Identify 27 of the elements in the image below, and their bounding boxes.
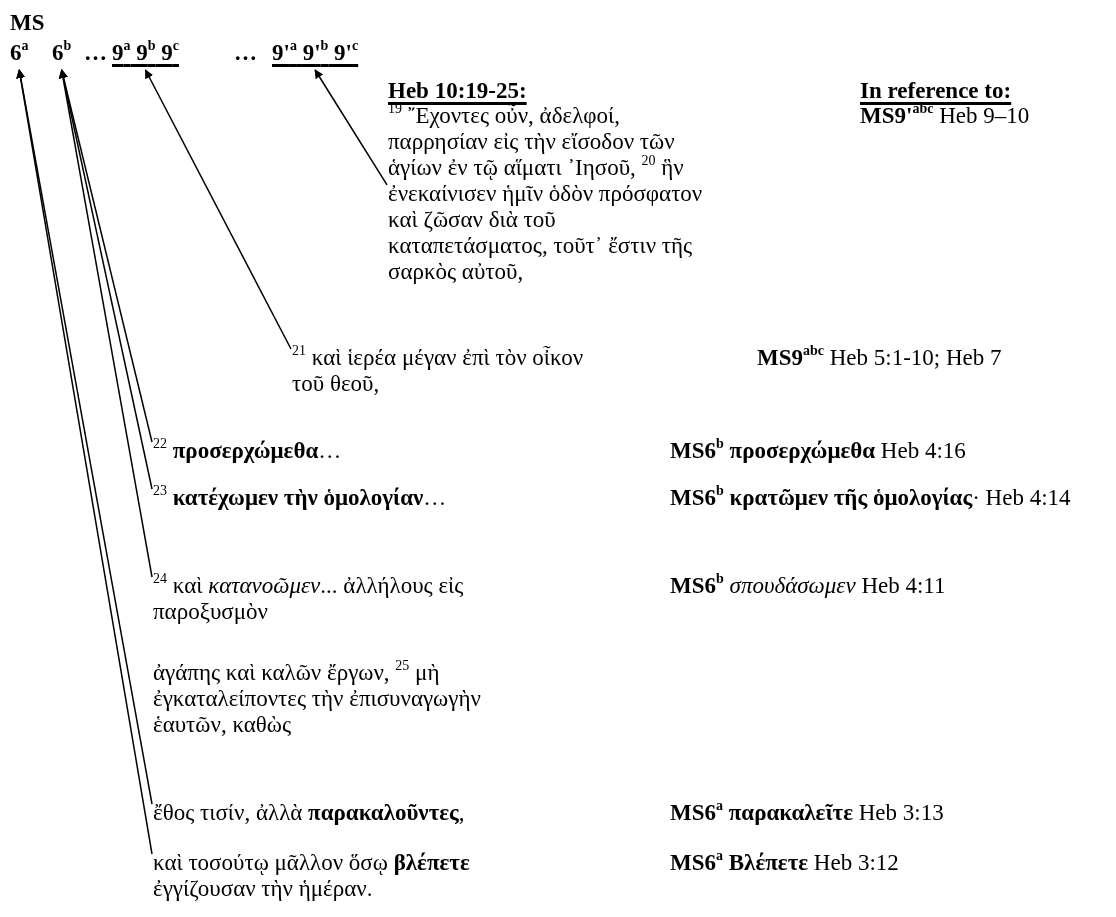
verse-text: καὶ τοσούτῳ μᾶλλον ὅσῳ βλέπετε ἐγγίζουσαν τὴν ἡμέραν. xyxy=(153,850,503,902)
section-marker-group: 9$^{a}$ 9$^{b}$ 9$^{c}$ xyxy=(112,40,179,66)
verse-text: $^{21}$ καὶ ἱερέα μέγαν ἐπὶ τὸν οἶκον τοῦ θεοῦ, xyxy=(292,345,612,397)
arrow xyxy=(144,69,292,350)
arrow xyxy=(58,69,153,578)
verse-text: $^{23}$ κατέχωμεν τὴν ὁμολογίαν… xyxy=(153,485,533,511)
verse-text: ἀγάπης καὶ καλῶν ἔργων, $^{25}$ μὴ ἐγκαταλείποντες τὴν ἐπισυναγωγὴν ἑαυτῶν, καθὼς xyxy=(153,660,482,738)
ellipsis: … xyxy=(234,40,257,66)
reference-note: MS6$^{a}$ παρακαλεῖτε Heb 3:13 xyxy=(670,800,944,826)
verse-text: $^{24}$ καὶ κατανοῶμεν... ἀλλήλους εἰς παροξυσμὸν xyxy=(153,573,483,625)
reference-note: MS6$^{b}$ σπουδάσωμεν Heb 4:11 xyxy=(670,573,946,599)
heading: In reference to: xyxy=(860,78,1012,103)
reference-note: MS6$^{a}$ Βλέπετε Heb 3:12 xyxy=(670,850,899,876)
verse-text: $^{19}$ ῎Εχοντες οὖν, ἀδελφοί, παρρησίαν εἰς τὴν εἴσοδον τῶν ἁγίων ἐν τῷ αἵματι ᾿Ιησοῦ, $^{20}$ ἣν ἐνεκαίνισεν ἡμῖν ὁδὸν πρόσφατον καὶ ζῶσαν διὰ τοῦ καταπετάσματος, τοῦτ᾿ ἔστιν τῆς σαρκὸς αὐτοῦ, xyxy=(388,103,718,285)
verse-text: $^{22}$ προσερχώμεθα… xyxy=(153,438,533,464)
ellipsis: … xyxy=(84,40,107,66)
section-marker: 6$^{a}$ xyxy=(10,40,29,66)
verse-text: ἔθος τισίν, ἀλλὰ παρακαλοῦντες, xyxy=(153,800,593,826)
heading: MS xyxy=(10,10,45,36)
section-marker-group: 9'$^{a}$ 9'$^{b}$ 9'$^{c}$ xyxy=(272,40,359,66)
arrow xyxy=(314,69,388,186)
reference-note: MS6$^{b}$ προσερχώμεθα Heb 4:16 xyxy=(670,438,966,464)
reference-note: MS9$^{abc}$ Heb 5:1-10; Heb 7 xyxy=(757,345,1002,371)
reference-note: MS6$^{b}$ κρατῶμεν τῆς ὁμολογίας· Heb 4:14 xyxy=(670,485,1072,511)
reference-note: MS9'$^{abc}$ Heb 9–10 xyxy=(860,103,1030,129)
section-marker: 6$^{b}$ xyxy=(52,40,72,66)
heading: Heb 10:19-25: xyxy=(388,78,527,103)
